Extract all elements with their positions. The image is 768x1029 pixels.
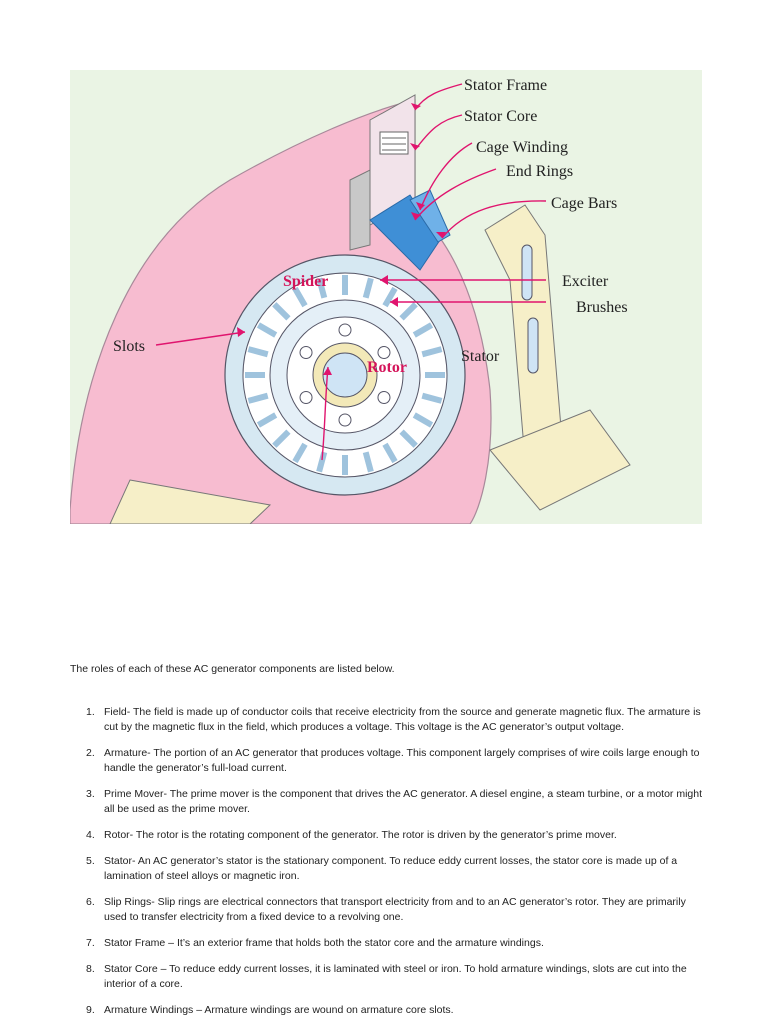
label-cage-bars: Cage Bars xyxy=(551,195,617,212)
stator-slot xyxy=(412,412,434,428)
stator-slot xyxy=(399,429,418,448)
stator-slot xyxy=(292,442,308,464)
stator-slot xyxy=(272,302,291,321)
label-stator: Stator xyxy=(461,348,500,365)
list-item-number: 6. xyxy=(86,896,95,908)
list-item-text: Armature Windings – Armature windings ar… xyxy=(104,1004,454,1016)
stator-slot xyxy=(256,322,278,338)
spider-hole xyxy=(338,323,352,337)
exciter-base xyxy=(489,409,631,511)
list-item-text: Stator- An AC generator’s stator is the … xyxy=(104,855,678,882)
pointer-arrows xyxy=(155,83,547,461)
stator-slot xyxy=(316,451,328,473)
list-item: 8. Stator Core – To reduce eddy current l… xyxy=(70,962,710,992)
list-item: 4. Rotor- The rotor is the rotating compo… xyxy=(70,828,710,843)
stator-slot xyxy=(272,429,291,448)
list-item-text: Field- The field is made up of conductor… xyxy=(104,706,701,733)
label-cage-winding: Cage Winding xyxy=(476,139,568,156)
list-item-text: Rotor- The rotor is the rotating compone… xyxy=(104,829,617,841)
list-item-text: Stator Core – To reduce eddy current los… xyxy=(104,963,687,990)
stator-slot xyxy=(292,286,308,308)
list-item-number: 5. xyxy=(86,855,95,867)
stator-slot xyxy=(247,346,269,358)
arrow-heads xyxy=(237,103,446,375)
intro-text: The roles of each of these AC generator … xyxy=(70,663,395,675)
list-item-number: 1. xyxy=(86,706,95,718)
stator-frame-vent xyxy=(379,131,409,155)
list-item: 2. Armature- The portion of an AC generat… xyxy=(70,746,710,776)
stator-slot xyxy=(382,286,398,308)
generator-diagram: Stator Frame Stator Core Cage Winding En… xyxy=(70,70,702,524)
list-item: 3. Prime Mover- The prime mover is the co… xyxy=(70,787,710,817)
stator-slot xyxy=(256,412,278,428)
spider-hole xyxy=(299,391,313,404)
list-item: 5. Stator- An AC generator’s stator is th… xyxy=(70,854,710,884)
label-stator-frame: Stator Frame xyxy=(464,77,547,94)
spider-hole xyxy=(377,391,391,404)
stator-slot xyxy=(421,392,443,404)
component-roles-list: 1. Field- The field is made up of conduct… xyxy=(70,705,710,1029)
stator-slot xyxy=(316,277,328,299)
list-item-text: Slip Rings- Slip rings are electrical co… xyxy=(104,896,686,923)
generator-illustration: Stator Frame Stator Core Cage Winding En… xyxy=(70,77,631,524)
stator-slot xyxy=(362,451,374,473)
stator-slot xyxy=(421,346,443,358)
label-end-rings: End Rings xyxy=(506,163,573,180)
stator-slot xyxy=(247,392,269,404)
label-spider: Spider xyxy=(283,273,328,290)
list-item-number: 9. xyxy=(86,1004,95,1016)
list-item: 6. Slip Rings- Slip rings are electrical … xyxy=(70,895,710,925)
list-item-number: 7. xyxy=(86,937,95,949)
label-exciter: Exciter xyxy=(562,273,609,290)
list-item-text: Prime Mover- The prime mover is the comp… xyxy=(104,788,703,815)
list-item: 1. Field- The field is made up of conduct… xyxy=(70,705,710,735)
spider-hole xyxy=(299,346,313,359)
list-item-number: 3. xyxy=(86,788,95,800)
list-item-text: Armature- The portion of an AC generator… xyxy=(104,747,700,774)
stator-slot xyxy=(362,277,374,299)
exciter-stand xyxy=(484,204,563,461)
stator-core-shape xyxy=(349,169,371,251)
stator-slot xyxy=(382,442,398,464)
label-rotor: Rotor xyxy=(367,359,407,376)
list-item-number: 4. xyxy=(86,829,95,841)
stator-slot xyxy=(412,322,434,338)
list-item-number: 8. xyxy=(86,963,95,975)
label-slots: Slots xyxy=(113,338,145,355)
list-item: 7. Stator Frame – It’s an exterior frame … xyxy=(70,936,710,951)
list-item-number: 2. xyxy=(86,747,95,759)
list-item-text: Stator Frame – It’s an exterior frame th… xyxy=(104,937,544,949)
label-stator-core: Stator Core xyxy=(464,108,537,125)
label-brushes: Brushes xyxy=(576,299,628,316)
list-item: 9. Armature Windings – Armature windings … xyxy=(70,1003,710,1018)
base-plate xyxy=(109,479,272,524)
stator-slot xyxy=(399,302,418,321)
spider-hole xyxy=(338,413,352,427)
spider-hole xyxy=(377,346,391,359)
